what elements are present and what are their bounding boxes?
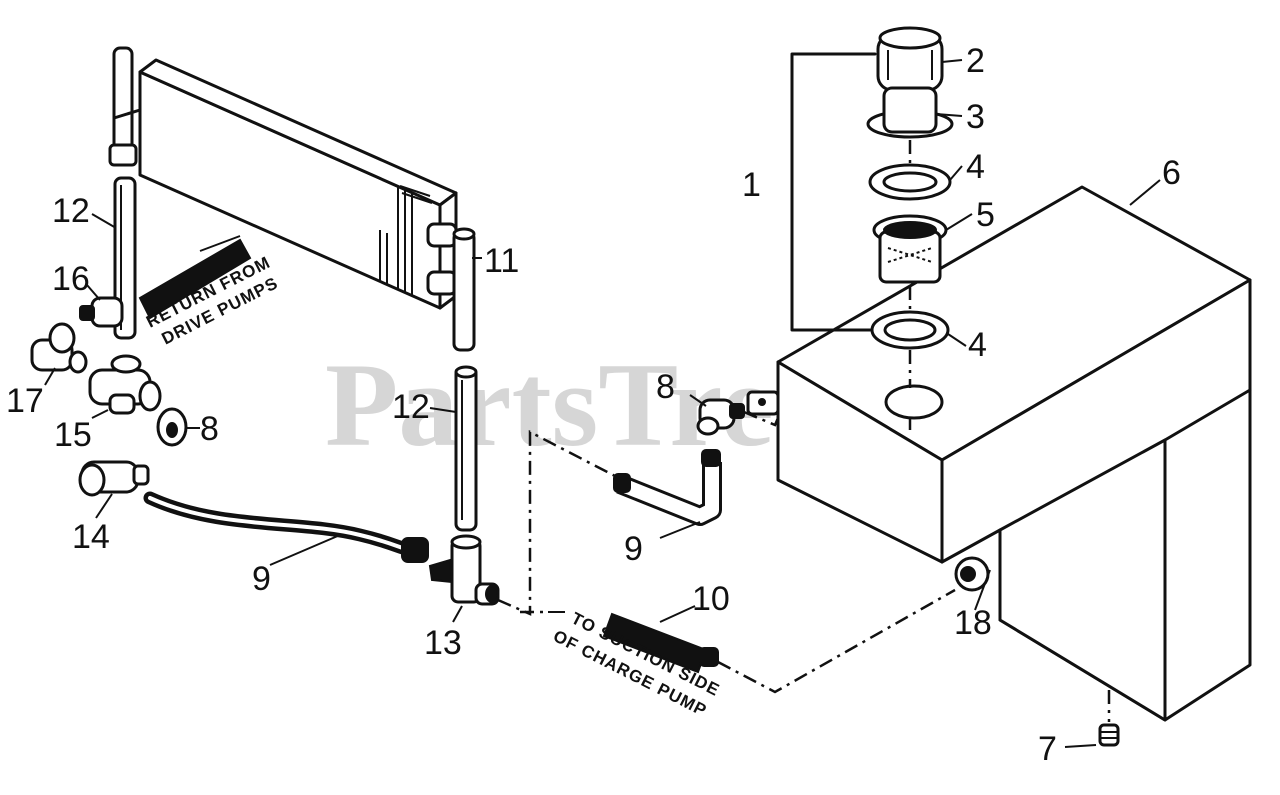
- hose-12-upper: [113, 176, 137, 340]
- elbow-8-left: [156, 407, 188, 447]
- callout-6: 6: [1162, 154, 1181, 192]
- routing-lines: [497, 410, 956, 694]
- callout-numbers: 1 2 3 4 5 4 6 7 8 8 9 9 10 11 12 12 13 1…: [6, 42, 1181, 768]
- hose-12-lower: [454, 365, 478, 532]
- callout-2: 2: [966, 42, 985, 80]
- callout-11: 11: [484, 242, 519, 280]
- drain-plug-7: [1098, 690, 1120, 747]
- callout-4-upper: 4: [966, 148, 985, 186]
- cooler-inlet-tube: [108, 46, 142, 167]
- callout-8-middle: 8: [656, 368, 675, 406]
- callout-1: 1: [742, 166, 761, 204]
- pipe-9-middle: [613, 449, 722, 526]
- filler-cap-assembly: [866, 26, 954, 430]
- hose-10: [602, 612, 719, 674]
- callout-13: 13: [424, 624, 462, 662]
- callout-17: 17: [6, 382, 44, 420]
- callout-5: 5: [976, 196, 995, 234]
- leader-lines: [44, 59, 1161, 748]
- fitting-17: [30, 322, 88, 374]
- pipe-11: [452, 227, 476, 352]
- oil-cooler: [138, 58, 458, 310]
- callout-12-upper: 12: [52, 192, 90, 230]
- callout-15: 15: [54, 416, 92, 454]
- callout-8-left: 8: [200, 410, 219, 448]
- callout-12-lower: 12: [392, 388, 430, 426]
- fitting-16: [79, 238, 252, 328]
- callout-18: 18: [954, 604, 992, 642]
- callout-3: 3: [966, 98, 985, 136]
- callout-16: 16: [52, 260, 90, 298]
- callout-10: 10: [692, 580, 730, 618]
- hose-9-left: [143, 491, 429, 563]
- tee-13: [428, 534, 500, 606]
- callout-9-middle: 9: [624, 530, 643, 568]
- fitting-15: [88, 354, 162, 415]
- reservoir-tank: [746, 185, 1252, 722]
- fitting-14: [78, 460, 150, 497]
- bracket-1: [790, 52, 877, 332]
- callout-14: 14: [72, 518, 110, 556]
- tank-fitting-18: [954, 556, 990, 592]
- callout-7: 7: [1038, 730, 1057, 768]
- elbow-8-middle: [696, 398, 745, 436]
- callout-4-lower: 4: [968, 326, 987, 364]
- callout-9-left: 9: [252, 560, 271, 598]
